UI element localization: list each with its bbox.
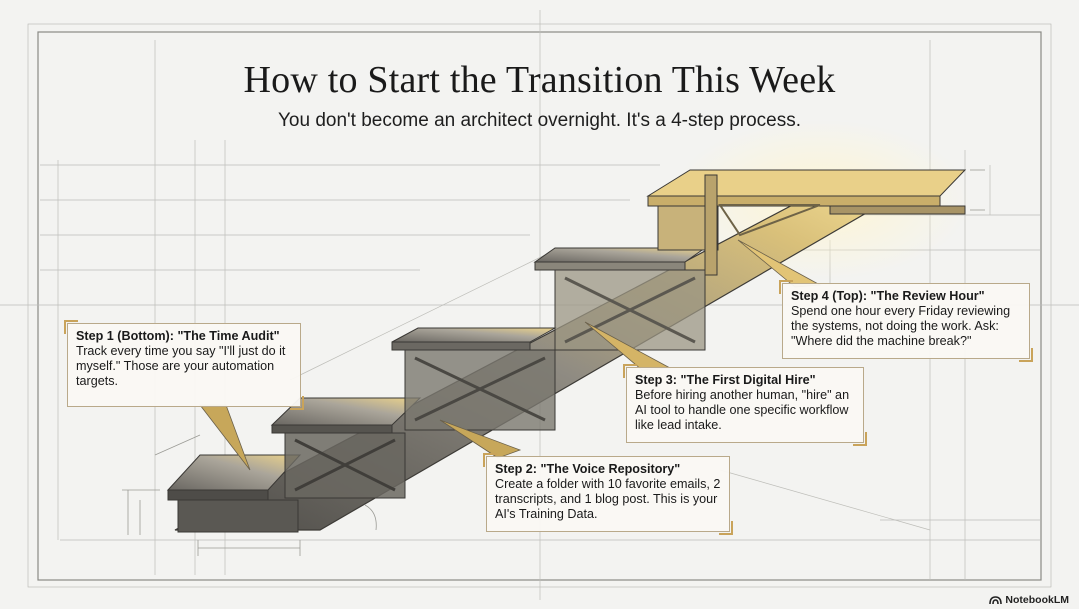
staircase xyxy=(166,169,967,533)
top-landing xyxy=(646,169,967,197)
top-column xyxy=(704,174,718,276)
outer-frame-thin xyxy=(27,23,1052,588)
tread-step-1-edge xyxy=(167,489,269,501)
brand-watermark: NotebookLM xyxy=(989,594,1069,606)
tread-step-3 xyxy=(391,327,557,343)
tread-step-2-edge xyxy=(271,424,393,434)
callout-step-4: Step 4 (Top): "The Review Hour" Spend on… xyxy=(779,280,1033,362)
pointers xyxy=(199,239,822,471)
outer-frame xyxy=(37,31,1042,581)
riser-step-1 xyxy=(177,499,299,533)
top-beam xyxy=(829,205,966,215)
tread-step-3-edge xyxy=(391,341,531,351)
callout-step-1-body: Track every time you say "I'll just do i… xyxy=(76,344,286,388)
brand-label: NotebookLM xyxy=(1005,594,1069,606)
top-brace xyxy=(718,204,821,237)
callout-step-2-heading: Step 2: "The Voice Repository" xyxy=(495,462,681,476)
callout-step-4-heading: Step 4 (Top): "The Review Hour" xyxy=(791,289,985,303)
page-subtitle: You don't become an architect overnight.… xyxy=(277,110,802,131)
dimension-lines xyxy=(122,169,985,556)
callout-step-2: Step 2: "The Voice Repository" Create a … xyxy=(483,453,733,535)
callout-step-4-body: Spend one hour every Friday reviewing th… xyxy=(791,304,1011,348)
brace-step-4 xyxy=(564,276,696,344)
page-title: How to Start the Transition This Week xyxy=(243,59,836,101)
callout-step-3-body: Before hiring another human, "hire" an A… xyxy=(635,388,850,432)
callout-step-3-heading: Step 3: "The First Digital Hire" xyxy=(635,373,816,387)
callout-step-1: Step 1 (Bottom): "The Time Audit" Track … xyxy=(64,320,304,410)
brace-step-2 xyxy=(294,438,396,492)
notebooklm-logo-icon xyxy=(989,595,1003,604)
pointer-step-2 xyxy=(439,419,522,459)
callout-step-2-body: Create a folder with 10 favorite emails,… xyxy=(495,477,721,521)
brace-step-3 xyxy=(414,356,546,422)
callout-step-1-heading: Step 1 (Bottom): "The Time Audit" xyxy=(76,329,280,343)
tread-step-4-edge xyxy=(534,261,686,271)
callout-step-3: Step 3: "The First Digital Hire" Before … xyxy=(623,364,867,446)
